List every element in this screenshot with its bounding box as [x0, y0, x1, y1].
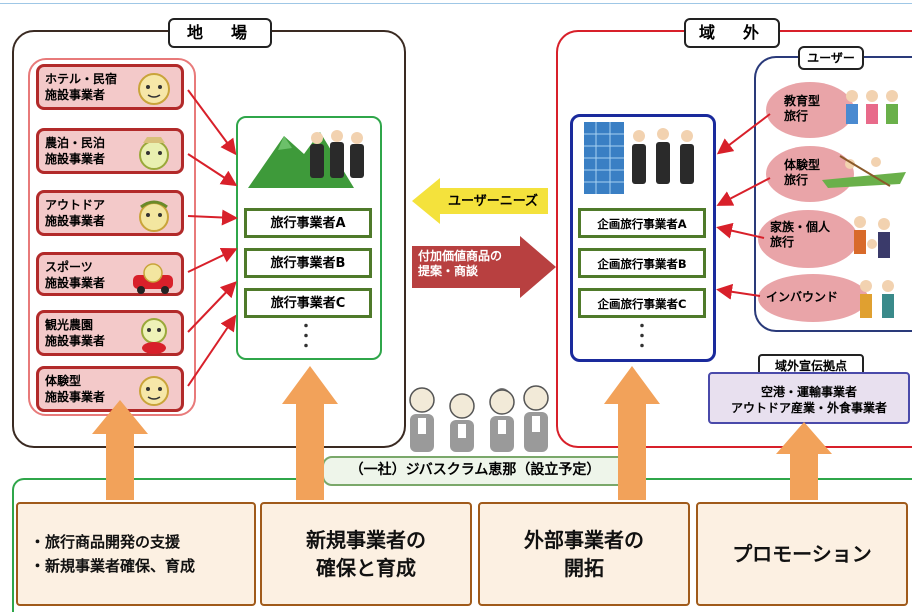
travel-agent-a: 旅行事業者A [244, 208, 372, 238]
local-operator-experience: 体験型 施設事業者 [36, 366, 184, 412]
promotion-box: プロモーション [696, 502, 908, 606]
mascot-icon [138, 73, 170, 105]
local-operator-line2: 施設事業者 [45, 152, 106, 166]
support-line2: ・新規事業者確保、育成 [30, 557, 196, 575]
outside-title: 域 外 [684, 18, 780, 48]
top-border [0, 0, 912, 4]
planning-agent-b: 企画旅行事業者B [578, 248, 706, 278]
local-operator-line1: 体験型 [45, 374, 82, 388]
local-operator-line2: 施設事業者 [45, 390, 106, 404]
planning-agent-a: 企画旅行事業者A [578, 208, 706, 238]
user-type-line1: 家族・個人 [770, 220, 831, 234]
mountain-handshake-illustration [248, 130, 364, 188]
new-operators-line2: 確保と育成 [316, 556, 416, 580]
local-operator-line1: ホテル・民宿 [45, 72, 118, 86]
local-operator-farmstay: 農泊・民泊 施設事業者 [36, 128, 184, 174]
user-type-line2: 旅行 [770, 235, 795, 249]
travel-agent-b: 旅行事業者B [244, 248, 372, 278]
children-icon [846, 90, 898, 124]
users-title: ユーザー [798, 46, 864, 70]
user-type-family: 家族・個人 旅行 [758, 210, 858, 268]
user-type-line1: インバウンド [766, 290, 839, 304]
planning-agent-c: 企画旅行事業者C [578, 288, 706, 318]
user-needs-label: ユーザーニーズ [447, 194, 539, 209]
family-icon [854, 216, 890, 258]
user-type-line1: 体験型 [784, 158, 821, 172]
promo-base-box: 空港・運輸事業者 アウトドア産業・外食事業者 [708, 372, 910, 424]
external-box: 外部事業者の 開拓 [478, 502, 690, 606]
race-car-mascot-icon [133, 263, 173, 294]
local-operator-line1: スポーツ [45, 260, 93, 274]
local-operator-line2: 施設事業者 [45, 334, 106, 348]
local-title: 地 場 [168, 18, 272, 48]
promo-base-line2: アウトドア産業・外食事業者 [730, 401, 887, 415]
user-type-line2: 旅行 [784, 109, 809, 123]
orange-up-arrows [92, 366, 832, 500]
users-to-planning-arrows [716, 113, 771, 300]
external-line2: 開拓 [564, 556, 604, 580]
support-line1: ・旅行商品開発の支援 [30, 533, 181, 551]
local-operator-hotel: ホテル・民宿 施設事業者 [36, 64, 184, 110]
proposal-label-line2: 提案・商談 [418, 264, 479, 278]
office-building-illustration [584, 122, 694, 194]
proposal-label: 付加価値商品の 提案・商談 [418, 249, 522, 279]
local-operator-line1: 観光農園 [45, 318, 94, 332]
user-type-inbound: インバウンド [758, 274, 868, 322]
planning-agents-more: ・ ・ ・ [635, 319, 649, 355]
mascot-icon [139, 137, 169, 170]
mascot-icon [139, 376, 169, 406]
promo-base-line1: 空港・運輸事業者 [760, 385, 857, 399]
user-type-education: 教育型 旅行 [766, 82, 854, 138]
new-operators-box: 新規事業者の 確保と育成 [260, 502, 472, 606]
local-to-agents-arrows [187, 89, 238, 387]
local-operator-line2: 施設事業者 [45, 214, 106, 228]
user-type-line1: 教育型 [784, 94, 821, 108]
tourists-icon [860, 280, 894, 318]
user-type-experience: 体験型 旅行 [766, 146, 854, 202]
proposal-label-line1: 付加価値商品の [418, 249, 503, 263]
proposal-arrow [412, 236, 556, 298]
new-operators-line1: 新規事業者の [306, 528, 426, 552]
travel-agents-more: ・ ・ ・ [299, 319, 313, 355]
local-operator-tourist-farm: 観光農園 施設事業者 [36, 310, 184, 356]
mascot-icon [141, 318, 167, 354]
local-operator-sports: スポーツ 施設事業者 [36, 252, 184, 296]
external-line1: 外部事業者の [524, 528, 644, 552]
local-operator-line1: 農泊・民泊 [45, 136, 106, 150]
local-operator-line1: アウトドア [45, 198, 106, 212]
organization-label: （一社）ジバスクラム恵那（設立予定） [322, 456, 628, 486]
staff-people-illustration [409, 385, 549, 452]
user-type-line2: 旅行 [784, 173, 809, 187]
travel-agent-c: 旅行事業者C [244, 288, 372, 318]
local-operator-line2: 施設事業者 [45, 88, 106, 102]
user-needs-arrow [412, 178, 548, 224]
support-box: ・旅行商品開発の支援 ・新規事業者確保、育成 [16, 502, 256, 606]
mascot-icon [139, 200, 169, 232]
local-operator-line2: 施設事業者 [45, 276, 106, 290]
local-operator-outdoor: アウトドア 施設事業者 [36, 190, 184, 236]
canoe-icon [822, 155, 906, 188]
